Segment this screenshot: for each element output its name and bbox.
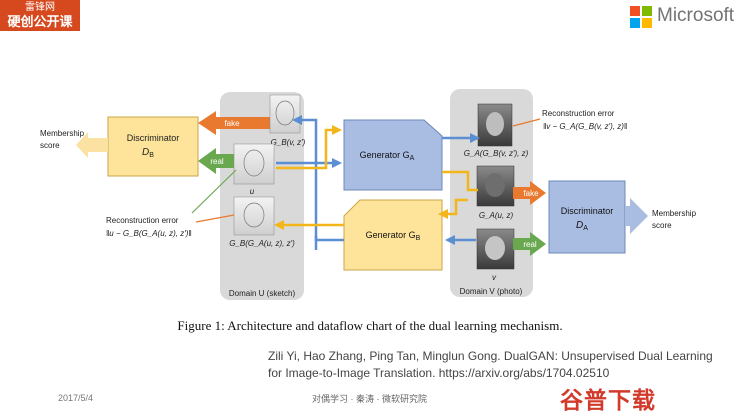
face-v-top-label: G_A(G_B(v, z′), z)	[464, 149, 529, 158]
generator-b-box	[343, 199, 443, 271]
recon-left-title: Reconstruction error	[106, 216, 179, 225]
yellow-flow-v-to-gb	[448, 198, 468, 216]
microsoft-logo-icon	[630, 6, 652, 28]
svg-text:Generator GB: Generator GB	[366, 230, 421, 242]
face-v-bot	[476, 228, 515, 270]
svg-text:DA: DA	[576, 220, 588, 232]
membership-left-l2: score	[40, 141, 60, 150]
face-u-mid	[233, 143, 275, 185]
face-u-mid-label: u	[250, 187, 255, 196]
domain-u-label: Domain U (sketch)	[229, 289, 296, 298]
recon-left-formula: ‖u − G_B(G_A(u, z), z′)‖	[106, 229, 192, 238]
membership-right-l1: Membership	[652, 209, 697, 218]
microsoft-wordmark: Microsoft	[657, 5, 735, 26]
membership-right-l2: score	[652, 221, 672, 230]
membership-right-arrow	[625, 198, 648, 234]
badge-line2: 硬创公开课	[7, 14, 73, 29]
discriminator-db-subscript: B	[149, 152, 154, 159]
generator-a-box	[343, 119, 443, 191]
generator-a-subscript: A	[410, 155, 415, 162]
face-u-top-label: G_B(v, z′)	[271, 138, 306, 147]
discriminator-da-sub: D	[576, 220, 583, 231]
discriminator-db-title: Discriminator	[127, 133, 180, 143]
fake-right-arrow	[513, 181, 546, 205]
recon-right-pointer	[512, 118, 541, 127]
slide-date: 2017/5/4	[58, 393, 94, 403]
leiphone-badge: 雷锋网 硬创公开课	[0, 0, 80, 31]
membership-left-arrow	[76, 132, 108, 158]
real-left-arrow	[198, 148, 235, 174]
generator-b-title: Generator G	[366, 230, 416, 240]
face-v-bot-label: v	[492, 273, 497, 282]
yellow-flow-ga-to-v	[442, 170, 478, 192]
svg-text:DB: DB	[142, 147, 154, 159]
discriminator-da-title: Discriminator	[561, 206, 614, 216]
discriminator-db-sub: D	[142, 147, 149, 158]
reference-line2: for Image-to-Image Translation. https://…	[268, 366, 610, 380]
real-right-arrow	[513, 232, 546, 256]
discriminator-da-subscript: A	[583, 225, 588, 232]
discriminator-db-box	[107, 116, 199, 177]
fake-right-label: fake	[523, 189, 539, 198]
fake-left-label: fake	[224, 119, 240, 128]
watermark-logo: 谷普下载	[560, 388, 656, 414]
blue-flow-gb-to-u	[302, 118, 344, 242]
face-v-mid-label: G_A(u, z)	[479, 211, 514, 220]
dual-learning-diagram: Domain U (sketch) Domain V (photo) Discr…	[40, 89, 697, 300]
generator-b-subscript: B	[416, 235, 421, 242]
recon-left-pointer	[191, 169, 237, 214]
generator-a-title: Generator G	[360, 150, 410, 160]
fake-left-arrow	[198, 111, 270, 135]
membership-left-l1: Membership	[40, 129, 85, 138]
domain-v-label: Domain V (photo)	[460, 287, 523, 296]
reference-line1: Zili Yi, Hao Zhang, Ping Tan, Minglun Go…	[268, 349, 713, 363]
real-right-label: real	[523, 240, 537, 249]
figure-caption: Figure 1: Architecture and dataflow char…	[177, 318, 563, 333]
slide-footer: 对偶学习 · 秦涛 · 微软研究院	[312, 394, 427, 404]
yellow-flow-ga-out	[276, 128, 332, 170]
discriminator-da-box	[548, 180, 626, 254]
svg-text:Generator GA: Generator GA	[360, 150, 415, 162]
real-left-label: real	[210, 157, 224, 166]
paper-reference: Zili Yi, Hao Zhang, Ping Tan, Minglun Go…	[268, 348, 734, 382]
badge-line1: 雷锋网	[25, 2, 55, 13]
face-u-bot-label: G_B(G_A(u, z), z′)	[229, 239, 295, 248]
recon-left-pointer-2	[195, 214, 235, 223]
recon-right-formula: ‖v − G_A(G_B(v, z′), z)‖	[543, 122, 627, 131]
recon-right-title: Reconstruction error	[542, 109, 615, 118]
